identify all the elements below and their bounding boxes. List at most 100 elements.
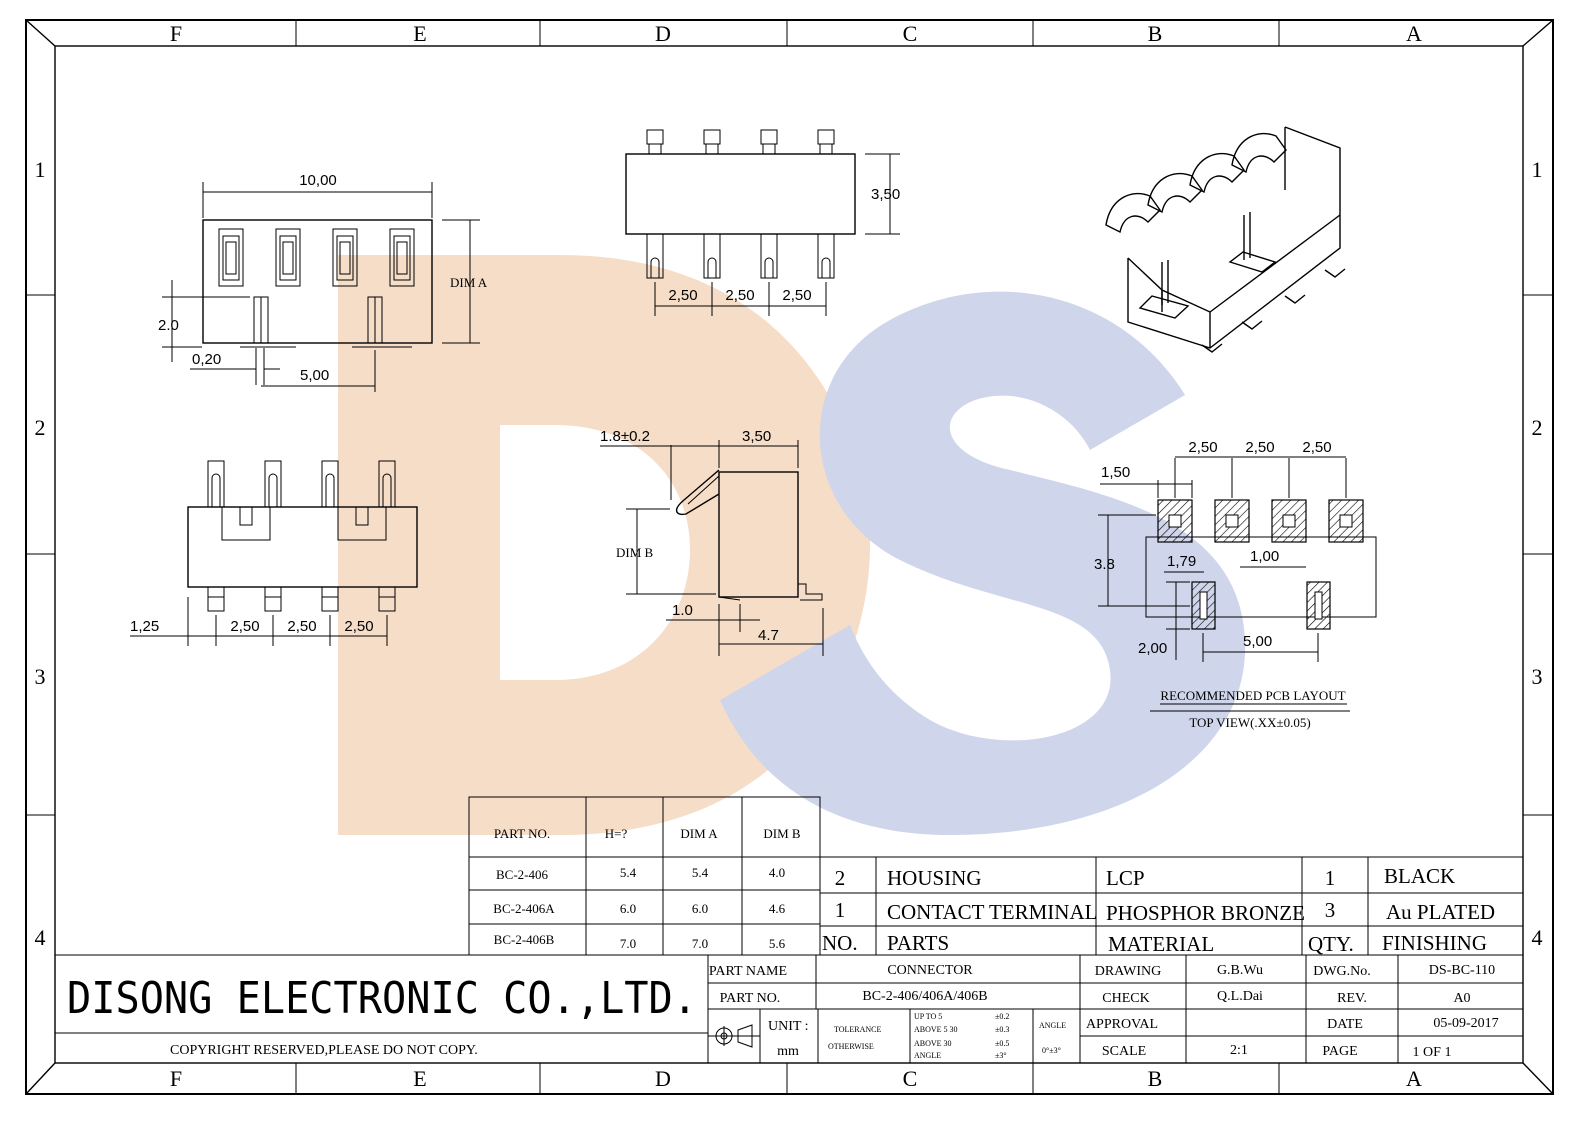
zone-col-1-bottom: F	[170, 1066, 182, 1091]
tol-range: ANGLE	[914, 1051, 941, 1060]
bom-header-qty: QTY.	[1308, 932, 1354, 956]
pcb-pad-width: 1,50	[1101, 464, 1130, 481]
dim-a-label: DIM A	[450, 275, 488, 290]
pcb-pitch-a: 2,50	[1188, 439, 1217, 456]
zone-col-5-bottom: B	[1148, 1066, 1163, 1091]
bom-cell: HOUSING	[887, 866, 982, 890]
section-view: 1.8±0.2 3,50 DIM B 1.0 4.7	[600, 428, 824, 656]
bom-table: 2 HOUSING LCP 1 BLACK 1 CONTACT TERMINAL…	[819, 856, 1524, 956]
dim-pitch-c: 2,50	[782, 287, 811, 304]
dim-table-header-part: PART NO.	[494, 826, 550, 841]
zone-col-3: D	[655, 21, 671, 46]
unit-value: mm	[777, 1044, 799, 1059]
bom-cell: Au PLATED	[1386, 900, 1495, 924]
dwg-no-label: DWG.No.	[1313, 964, 1371, 979]
part-name-label: PART NAME	[709, 964, 787, 979]
part-no-value: BC-2-406/406A/406B	[862, 989, 987, 1004]
part-name-value: CONNECTOR	[887, 963, 973, 978]
side-view-top: 3,50 2,50 2,50 2,50	[625, 129, 900, 316]
pcb-pitch-c: 2,50	[1302, 439, 1331, 456]
tol-range: ABOVE 30	[914, 1039, 952, 1048]
dim-table-cell: 4.0	[769, 865, 785, 880]
zone-col-4: C	[903, 21, 918, 46]
pcb-layout: 2,50 2,50 2,50 1,50 3.8 1,79 1,00 2,00 5…	[1094, 439, 1377, 730]
zone-col-2-bottom: E	[413, 1066, 426, 1091]
dim-front-pitch-c: 2,50	[344, 618, 373, 635]
watermark-s	[720, 291, 1246, 835]
drawing-value: G.B.Wu	[1217, 963, 1263, 978]
scale-label: SCALE	[1102, 1044, 1146, 1059]
dim-pitch-b: 2,50	[725, 287, 754, 304]
dim-table-header-h: H=?	[605, 826, 628, 841]
zone-row-4: 4	[35, 925, 46, 950]
date-label: DATE	[1327, 1017, 1363, 1032]
zone-col-6-bottom: A	[1406, 1066, 1422, 1091]
watermark-logo	[338, 255, 1246, 835]
dim-table-cell: 5.6	[769, 936, 786, 951]
dim-pitch-a: 2,50	[668, 287, 697, 304]
tol-value: ±3°	[995, 1051, 1007, 1060]
dim-foot: 1.0	[672, 602, 693, 619]
bom-header-parts: PARTS	[887, 931, 949, 955]
bom-header-no: NO.	[822, 931, 858, 955]
zone-col-6: A	[1406, 21, 1422, 46]
pcb-height: 3.8	[1094, 556, 1115, 573]
pcb-layout-subtitle: TOP VIEW(.XX±0.05)	[1189, 715, 1310, 730]
rev-value: A0	[1453, 991, 1470, 1006]
isometric-view	[1105, 126, 1346, 353]
dim-table-cell: 6.0	[692, 901, 708, 916]
tol-value: ±0.2	[995, 1012, 1009, 1021]
zone-row-1-right: 1	[1532, 157, 1543, 182]
zone-row-1: 1	[35, 157, 46, 182]
dim-contact: 1.8±0.2	[600, 428, 650, 445]
dwg-no-value: DS-BC-110	[1429, 963, 1495, 978]
dim-table-header-b: DIM B	[763, 826, 801, 841]
zone-row-2: 2	[35, 415, 46, 440]
zone-col-1: F	[170, 21, 182, 46]
bom-cell: CONTACT TERMINAL	[887, 900, 1097, 924]
dim-table-cell: BC-2-406B	[494, 932, 555, 947]
part-no-label: PART NO.	[720, 991, 781, 1006]
bom-cell: 2	[835, 866, 846, 890]
rev-label: REV.	[1337, 991, 1367, 1006]
watermark-d	[338, 255, 870, 835]
zone-col-4-bottom: C	[903, 1066, 918, 1091]
dim-table-cell: 4.6	[769, 901, 786, 916]
dim-table-cell: 6.0	[620, 901, 636, 916]
dim-height-350: 3,50	[871, 186, 900, 203]
check-label: CHECK	[1102, 991, 1149, 1006]
pcb-layout-title: RECOMMENDED PCB LAYOUT	[1160, 688, 1345, 703]
tolerance-label-1: TOLERANCE	[834, 1025, 882, 1034]
pcb-spacing: 1,79	[1167, 553, 1196, 570]
bom-cell: PHOSPHOR BRONZE	[1106, 901, 1305, 925]
dim-table-cell: 5.4	[692, 865, 709, 880]
zone-col-3-bottom: D	[655, 1066, 671, 1091]
dim-table-cell: BC-2-406	[496, 867, 549, 882]
check-value: Q.L.Dai	[1217, 989, 1263, 1004]
dim-table-cell: 7.0	[620, 936, 636, 951]
tolerance-label-2: OTHERWISE	[828, 1042, 874, 1051]
date-value: 05-09-2017	[1433, 1016, 1498, 1031]
projection-symbol-icon	[708, 1009, 761, 1063]
bom-cell: 1	[1325, 866, 1336, 890]
dimension-table: PART NO. H=? DIM A DIM B BC-2-406 5.4 5.…	[468, 796, 821, 956]
title-block: DISONG ELECTRONIC CO.,LTD. COPYRIGHT RES…	[54, 954, 1524, 1064]
zone-row-3: 3	[35, 664, 46, 689]
bom-cell: LCP	[1106, 866, 1145, 890]
zone-col-2: E	[413, 21, 426, 46]
front-view: 1,25 2,50 2,50 2,50	[130, 460, 418, 646]
zone-col-5: B	[1148, 21, 1163, 46]
zone-row-4-right: 4	[1532, 925, 1543, 950]
unit-label: UNIT :	[768, 1019, 809, 1034]
copyright-notice: COPYRIGHT RESERVED,PLEASE DO NOT COPY.	[170, 1043, 478, 1058]
bom-header-material: MATERIAL	[1108, 932, 1214, 956]
tol-value: ±0.3	[995, 1025, 1009, 1034]
dim-front-pitch-b: 2,50	[287, 618, 316, 635]
pcb-pad2-pitch: 5,00	[1243, 633, 1272, 650]
approval-label: APPROVAL	[1086, 1017, 1158, 1032]
pcb-pad2-width: 1,00	[1250, 548, 1279, 565]
bom-header-finishing: FINISHING	[1382, 931, 1487, 955]
dim-depth: 4.7	[758, 627, 779, 644]
drawing-label: DRAWING	[1095, 964, 1162, 979]
tol-range: ABOVE 5 30	[914, 1025, 958, 1034]
